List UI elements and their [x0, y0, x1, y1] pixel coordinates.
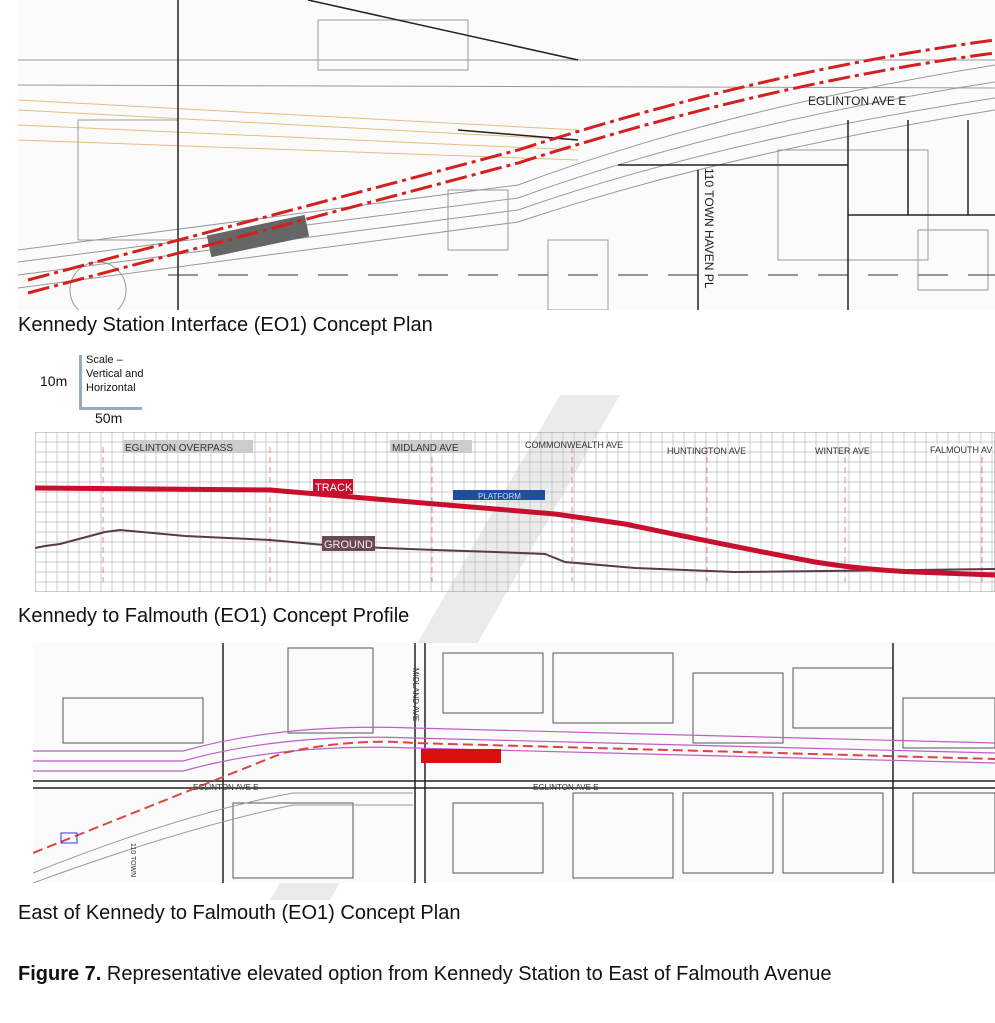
track-label: TRACK: [315, 482, 353, 494]
figure-label: Figure 7.: [18, 963, 102, 985]
ground-label: GROUND: [324, 539, 373, 551]
scale-note-2: Vertical and: [86, 368, 144, 380]
figure-text: Representative elevated option from Kenn…: [101, 963, 832, 985]
profile-street-winter: WINTER AVE: [815, 446, 870, 456]
profile-street-eglinton-overpass: EGLINTON OVERPASS: [125, 443, 233, 454]
profile-street-midland: MIDLAND AVE: [392, 443, 459, 454]
top-concept-plan: EGLINTON AVE E 110 TOWN HAVEN PL: [18, 0, 995, 310]
profile-caption: Kennedy to Falmouth (EO1) Concept Profil…: [18, 605, 410, 627]
bottom-plan-caption: East of Kennedy to Falmouth (EO1) Concep…: [18, 902, 461, 924]
profile-street-huntington: HUNTINGTON AVE: [667, 446, 746, 456]
street-label-eglinton-2: EGLINTON AVE E: [533, 783, 599, 792]
street-label-town-haven: 110 TOWN HAVEN PL: [702, 168, 716, 289]
bottom-concept-plan: MIDLAND AVE EGLINTON AVE E EGLINTON AVE …: [33, 643, 995, 883]
street-label-eglinton: EGLINTON AVE E: [808, 94, 906, 108]
platform-label: PLATFORM: [478, 492, 521, 501]
profile-street-falmouth: FALMOUTH AV: [930, 445, 992, 455]
figure-caption: Figure 7. Representative elevated option…: [18, 962, 988, 986]
top-plan-caption: Kennedy Station Interface (EO1) Concept …: [18, 314, 433, 336]
concept-profile: EGLINTON OVERPASS MIDLAND AVE COMMONWEAL…: [35, 432, 995, 592]
scale-vertical: 10m: [40, 373, 68, 389]
street-label-midland: MIDLAND AVE: [411, 668, 420, 721]
scale-horizontal: 50m: [95, 410, 123, 426]
platform-marker: [421, 749, 501, 763]
street-label-town: 110 TOWN: [129, 843, 136, 877]
scale-legend: 10m Scale – Vertical and Horizontal 50m: [40, 354, 200, 430]
street-label-eglinton-1: EGLINTON AVE E: [193, 783, 259, 792]
scale-note-3: Horizontal: [86, 382, 136, 394]
scale-note-1: Scale –: [86, 354, 123, 366]
profile-street-commonwealth: COMMONWEALTH AVE: [525, 440, 623, 450]
